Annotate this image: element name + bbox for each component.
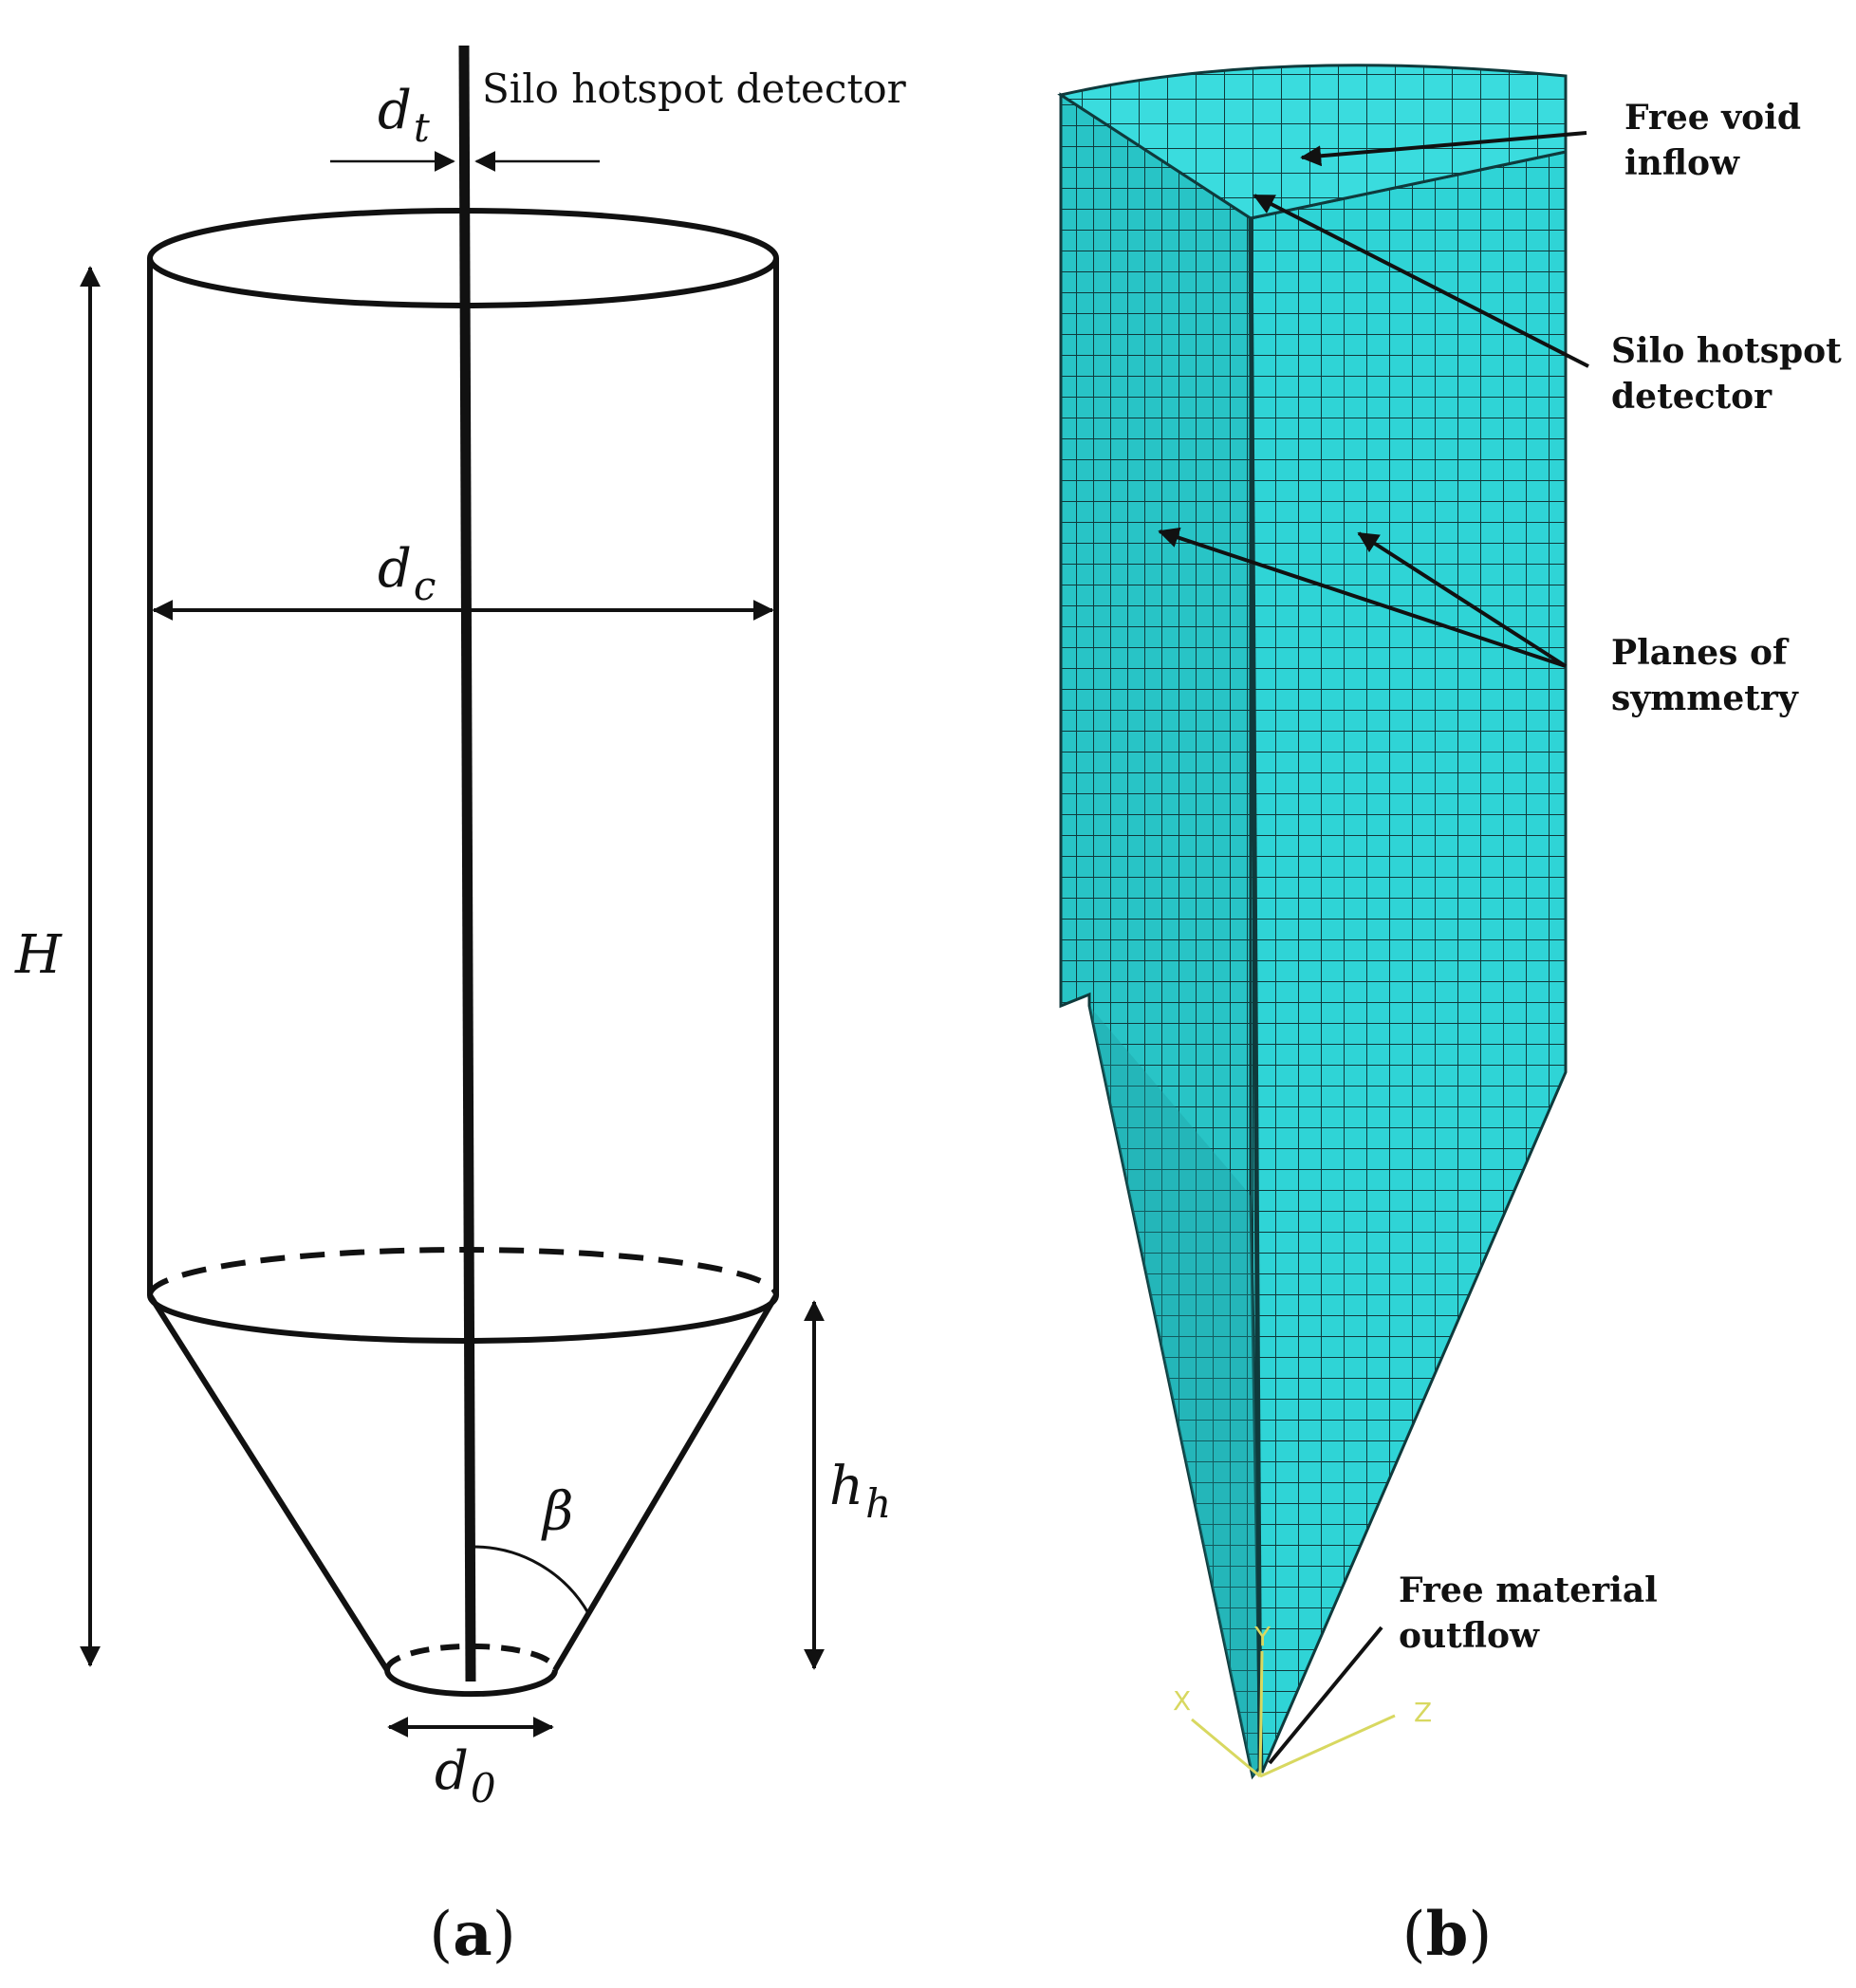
hopper-shade (1089, 1006, 1262, 1776)
axis-y-label: Y (1253, 1621, 1271, 1652)
height-symbol: H (14, 924, 63, 986)
panel-b-caption: (b) (1402, 1899, 1493, 1970)
mesh-top-face (1057, 64, 1568, 220)
panel-a-caption: (a) (429, 1899, 515, 1970)
transition-ellipse-back (147, 1247, 779, 1296)
axis-y-line (1258, 1650, 1264, 1777)
panel-b: X Y Z Free void inflow Silo hotspot dete… (1057, 64, 1842, 1970)
beta-symbol: β (541, 1481, 573, 1543)
free-void-label-line2: inflow (1624, 143, 1740, 183)
hopper-right-wall (552, 1293, 779, 1672)
outflow-label-line1: Free material (1399, 1570, 1658, 1610)
axis-z-line (1259, 1714, 1396, 1778)
free-void-leader (1300, 131, 1587, 167)
hotspot-detector-rod (458, 45, 476, 1682)
panel-a: Silo hotspot detector dt dc H hh β d0 (a… (14, 45, 907, 1970)
dc-symbol: dc (378, 538, 436, 609)
detector-label-line1: Silo hotspot (1611, 331, 1842, 371)
hopper-height-symbol: hh (829, 1456, 891, 1527)
planes-leader-left (1158, 527, 1567, 668)
beta-angle-arc (472, 1545, 590, 1614)
hopper-left-wall (147, 1293, 390, 1672)
dt-symbol: dt (378, 80, 430, 151)
outflow-leader (1268, 1626, 1383, 1765)
axis-z-label: Z (1414, 1697, 1432, 1728)
detector-leader (1253, 194, 1589, 368)
planes-label-line2: symmetry (1611, 678, 1799, 718)
mesh-center-edge (1248, 217, 1263, 1772)
planes-leader-right (1357, 531, 1568, 668)
axis-x-label: X (1173, 1685, 1191, 1717)
mesh-right-face (1249, 150, 1568, 1774)
transition-ellipse-front (147, 1294, 779, 1344)
outlet-ellipse-front (384, 1669, 558, 1698)
planes-label-line1: Planes of (1611, 633, 1790, 673)
axis-x-line (1191, 1718, 1261, 1778)
detector-label: Silo hotspot detector (482, 65, 907, 112)
free-void-label-line1: Free void (1624, 98, 1801, 138)
outlet-symbol: d0 (435, 1740, 496, 1811)
detector-label-line2: detector (1611, 377, 1772, 417)
outflow-label-line2: outflow (1399, 1616, 1540, 1656)
